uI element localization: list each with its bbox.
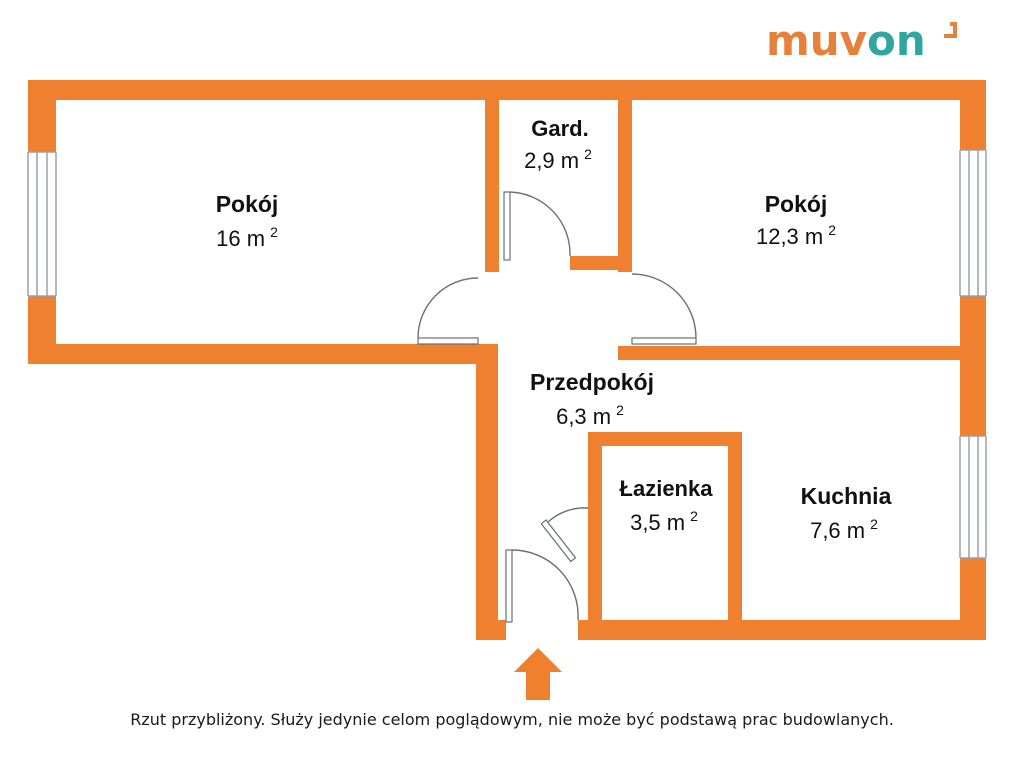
room-pokoj-12-name: Pokój [765, 191, 828, 217]
window-right-top [959, 149, 987, 297]
room-gard-name: Gard. [531, 116, 588, 141]
svg-text:muvon: muvon [766, 16, 926, 65]
door-pokoj-right [631, 273, 697, 345]
window-left [27, 151, 57, 297]
door-lazienka [540, 507, 589, 563]
door-pokoj-left [417, 277, 479, 345]
arrow-up-icon [514, 648, 562, 700]
windows [27, 149, 987, 559]
room-pokoj-16-name: Pokój [216, 191, 279, 217]
room-lazienka-name: Łazienka [620, 476, 714, 501]
door-entrance [505, 549, 579, 623]
room-kuchnia-name: Kuchnia [801, 483, 892, 509]
logo-prefix: muv [766, 16, 867, 65]
muvon-logo: muvon [766, 16, 957, 65]
disclaimer-text: Rzut przybliżony. Służy jedynie celom po… [130, 710, 894, 729]
door-gard [503, 191, 571, 261]
doors [417, 191, 697, 623]
window-right-bottom [959, 435, 987, 559]
logo-mark-icon [944, 22, 957, 38]
floor-plan: muvon [27, 16, 987, 700]
room-przedpokoj-name: Przedpokój [530, 369, 654, 395]
logo-suffix: on [867, 16, 926, 65]
